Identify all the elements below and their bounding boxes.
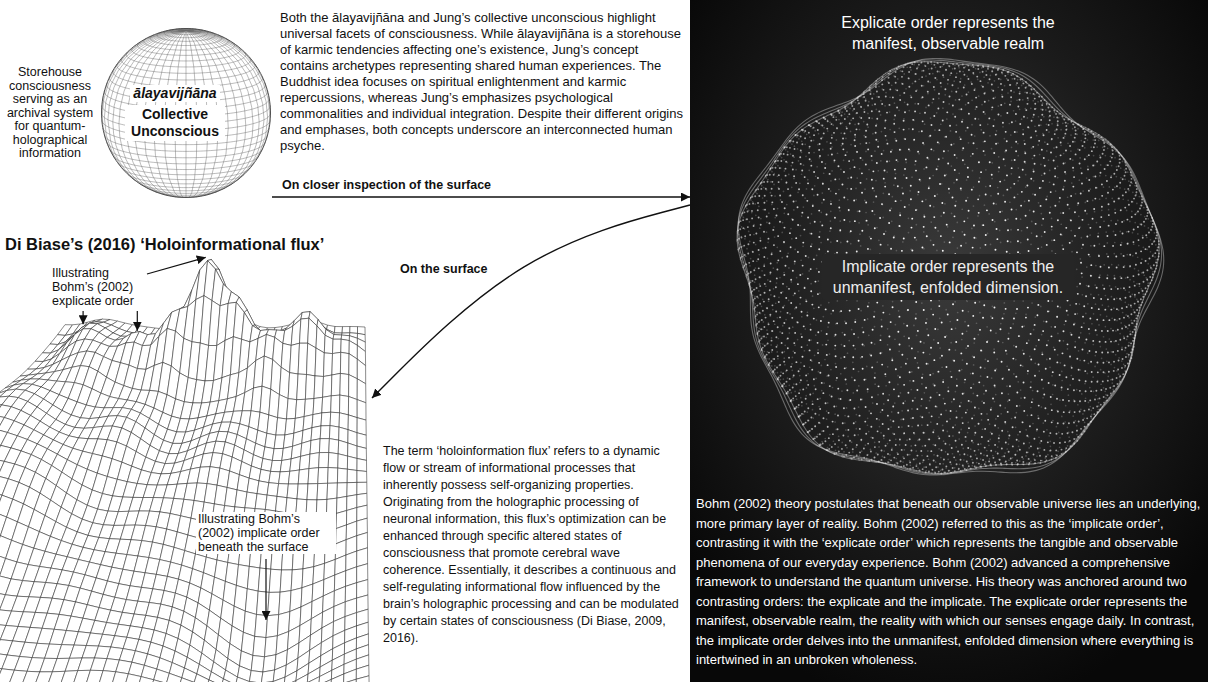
sphere-label: Collective Unconscious <box>125 105 225 141</box>
sphere-node: ālayavijñānaCollective Unconscious <box>100 27 272 199</box>
connector-arrow <box>372 205 690 398</box>
text-group: ālayavijñānaCollective Unconscious <box>100 27 272 199</box>
dark-panel: Explicate order represents the manifest,… <box>690 0 1208 682</box>
sphere-title: ālayavijñāna <box>130 85 219 102</box>
